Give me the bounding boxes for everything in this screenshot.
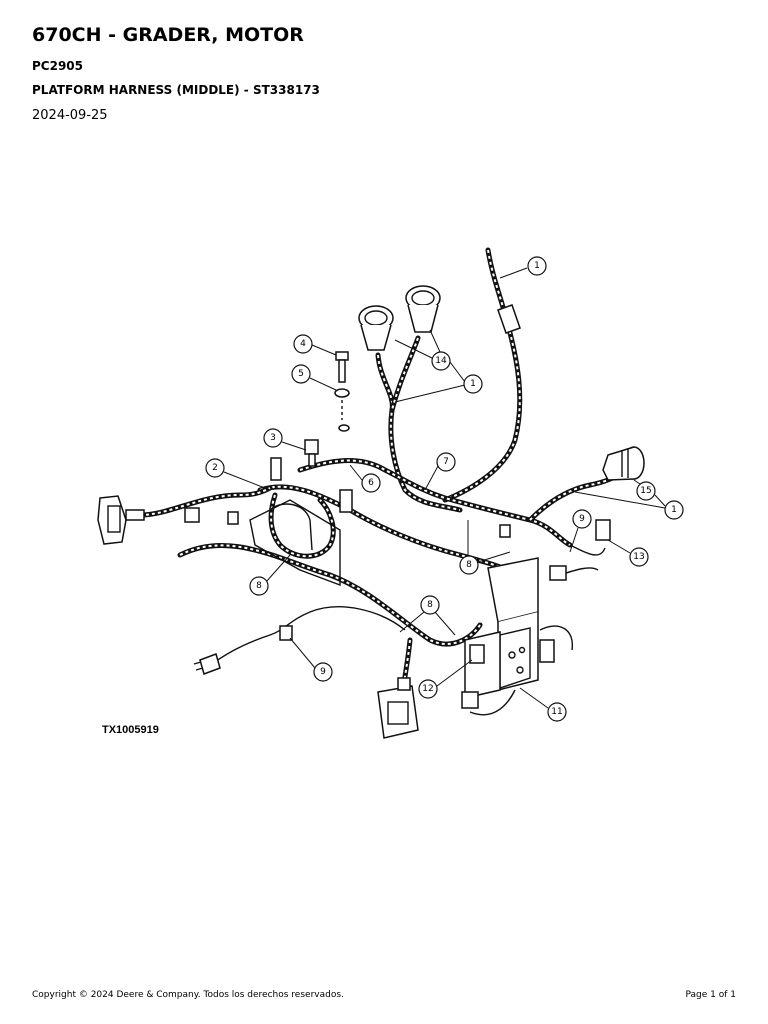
callout-3: 3 (263, 428, 307, 451)
callout-1-mid: 1 (394, 361, 483, 403)
callout-8-left: 8 (249, 554, 291, 596)
svg-text:6: 6 (368, 478, 374, 488)
svg-text:9: 9 (579, 514, 585, 524)
callout-1-top: 1 (499, 256, 547, 279)
right-plugs (499, 519, 611, 663)
page-title: 670CH - GRADER, MOTOR (32, 24, 304, 46)
washer-5 (334, 388, 350, 432)
callout-9-left: 9 (289, 637, 333, 682)
svg-text:1: 1 (534, 261, 540, 271)
clip-3 (304, 439, 319, 467)
svg-text:1: 1 (671, 505, 677, 515)
svg-text:13: 13 (633, 552, 644, 562)
mid-connectors (184, 489, 353, 525)
svg-text:1: 1 (470, 379, 476, 389)
connector-13 (461, 691, 479, 709)
svg-text:15: 15 (640, 486, 651, 496)
plug-9 (193, 625, 293, 675)
svg-text:5: 5 (298, 369, 304, 379)
left-connector (97, 495, 145, 545)
page-subtitle: PLATFORM HARNESS (MIDDLE) - ST338173 (32, 83, 320, 97)
svg-text:9: 9 (320, 667, 326, 677)
svg-text:11: 11 (551, 707, 562, 717)
svg-text:8: 8 (466, 560, 472, 570)
svg-text:8: 8 (256, 581, 262, 591)
svg-text:14: 14 (435, 356, 447, 366)
connector-14b (405, 285, 441, 333)
callout-2: 2 (205, 458, 271, 491)
lower-connector (377, 677, 419, 739)
callout-11: 11 (519, 687, 567, 722)
part-catalog-code: PC2905 (32, 59, 83, 73)
publication-date: 2024-09-25 (32, 108, 108, 123)
bracket-8 (249, 499, 341, 587)
connector-1-inline (497, 304, 521, 334)
module-11 (464, 557, 539, 699)
callout-1-right: 1 (574, 491, 684, 520)
callout-7: 7 (424, 452, 456, 491)
page-number: Page 1 of 1 (685, 990, 737, 1000)
copyright-notice: Copyright © 2024 Deere & Company. Todos … (32, 990, 344, 1000)
callout-14: 14 (394, 329, 451, 371)
callout-4: 4 (293, 334, 337, 356)
clip-2 (270, 457, 282, 481)
svg-text:8: 8 (427, 600, 433, 610)
svg-text:2: 2 (212, 463, 218, 473)
callout-8-lower: 8 (399, 595, 456, 636)
svg-text:3: 3 (270, 433, 276, 443)
svg-text:12: 12 (422, 684, 433, 694)
callout-6: 6 (349, 464, 381, 493)
callout-13: 13 (607, 539, 649, 567)
figure-id: TX1005919 (102, 724, 159, 736)
callout-8-center: 8 (459, 520, 511, 575)
harness-wires (137, 247, 628, 716)
bolt-4 (335, 351, 349, 383)
connector-14a (358, 305, 394, 351)
svg-text:7: 7 (443, 457, 449, 467)
svg-text:4: 4 (300, 339, 306, 349)
callout-5: 5 (291, 364, 337, 391)
connector-15 (602, 446, 645, 481)
callout-15: 15 (633, 479, 656, 501)
callout-12: 12 (418, 659, 473, 699)
callout-9-right: 9 (569, 509, 592, 553)
